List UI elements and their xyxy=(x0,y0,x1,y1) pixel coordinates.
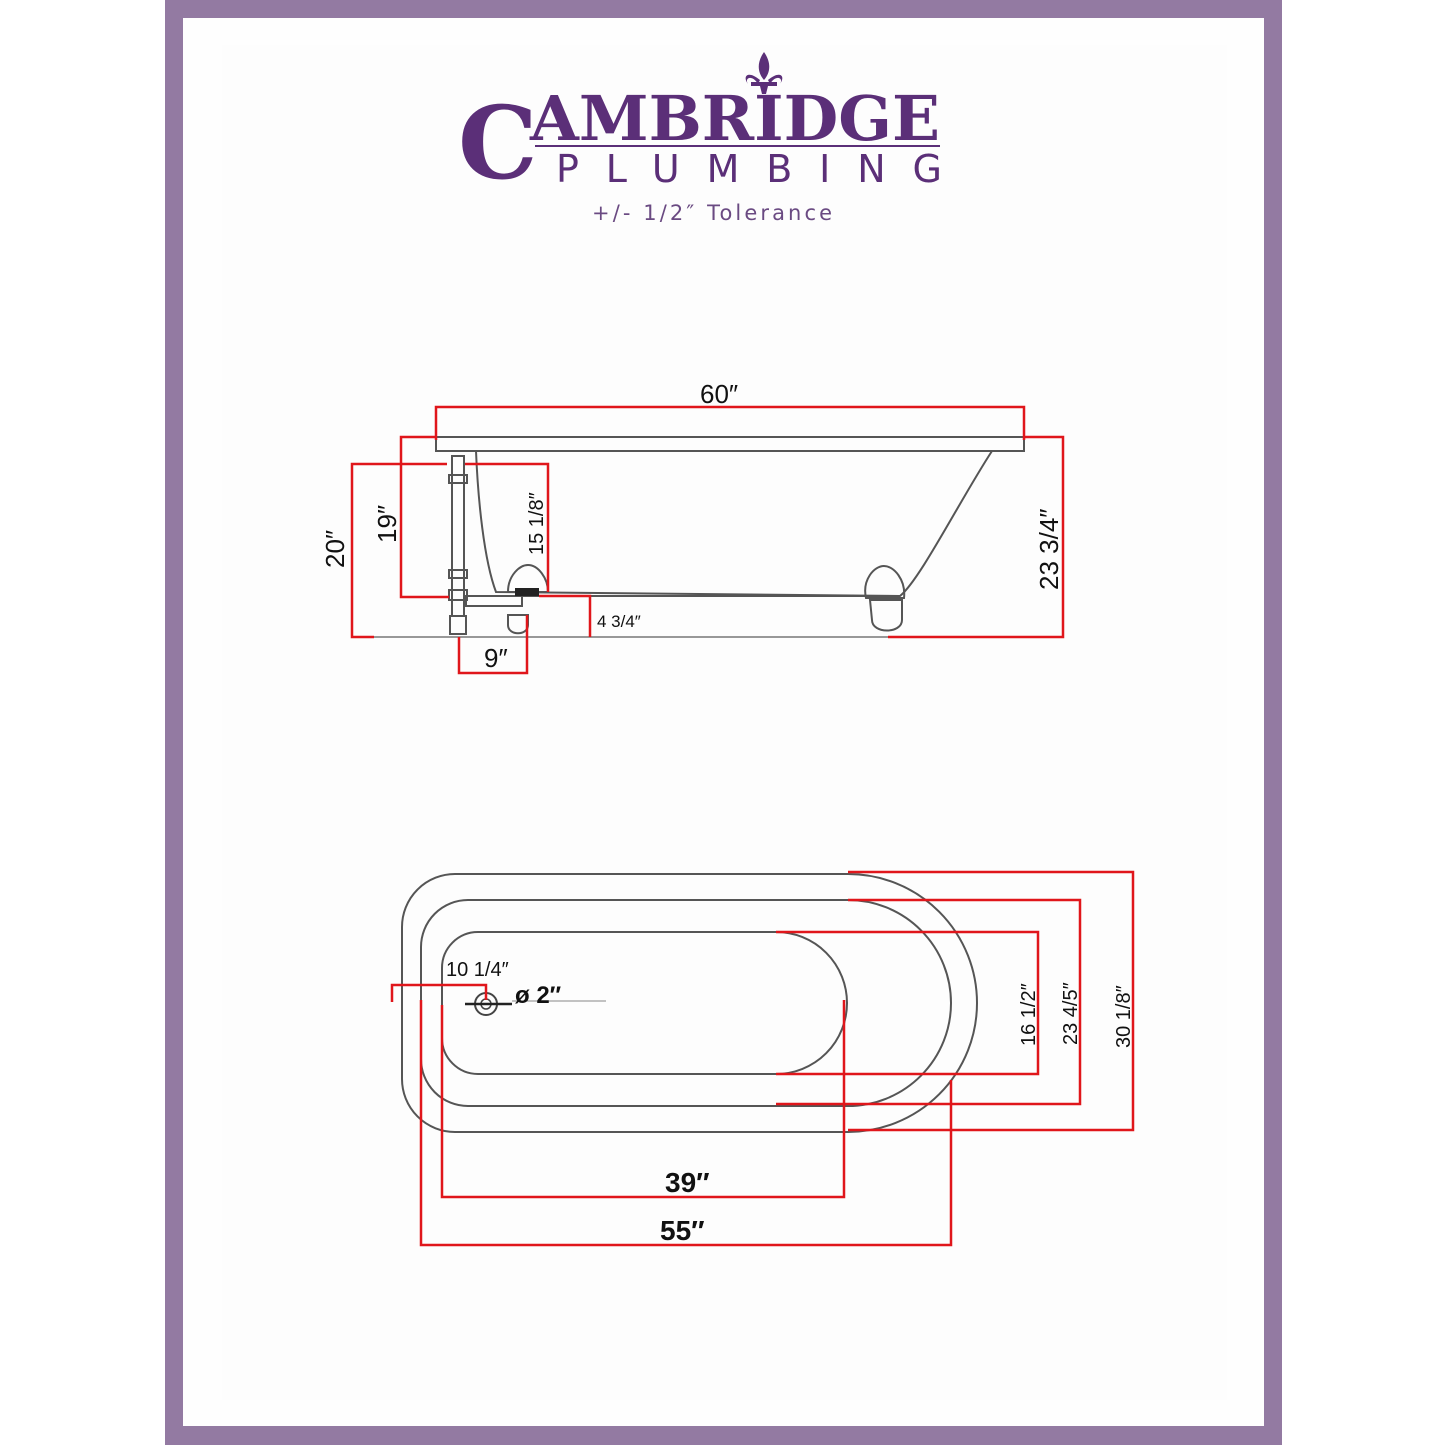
dim-height-23-3-4: 23 3/4″ xyxy=(1034,509,1064,591)
dim-length-60: 60″ xyxy=(700,379,738,409)
dim-inner-width: 16 1/2″ xyxy=(1018,983,1040,1046)
dim-drain-distance: 10 1/4″ xyxy=(446,959,509,981)
side-dimension-lines xyxy=(350,405,1065,675)
dim-drain-height: 4 3/4″ xyxy=(597,612,641,631)
dim-outer-width: 30 1/8″ xyxy=(1113,985,1135,1048)
dim-height-20: 20″ xyxy=(320,530,350,568)
dim-mid-width: 23 4/5″ xyxy=(1060,982,1082,1045)
dim-height-19: 19″ xyxy=(372,505,402,543)
dim-inner-length: 39″ xyxy=(665,1167,710,1198)
brand-initial: C xyxy=(458,84,538,202)
tolerance-note: +/- 1/2″ Tolerance xyxy=(592,201,832,225)
drawing-area xyxy=(222,45,1227,1400)
dim-bottom-length: 55″ xyxy=(660,1215,705,1246)
brand-logo: C AMBRIDGE PLUMBING +/- 1/2″ Tolerance xyxy=(458,52,942,225)
top-view: 10 1/4″ ø 2″ 16 1/2″ 23 4/5″ 30 1/8″ 39″… xyxy=(390,870,1135,1247)
dim-drain-diameter: ø 2″ xyxy=(515,982,562,1009)
top-dimension-lines xyxy=(390,870,1135,1247)
dim-drain-offset: 9″ xyxy=(484,643,508,673)
brand-name: AMBRIDGE xyxy=(529,82,940,155)
fleur-de-lis-icon xyxy=(745,52,783,94)
dim-height-15-1-8: 15 1/8″ xyxy=(526,492,548,555)
side-view: 60″ 23 3/4″ 20″ 19″ 15 1/8″ 4 3/4″ 9″ xyxy=(320,379,1065,675)
drain-pipe xyxy=(448,455,539,635)
tub-side-outline xyxy=(435,436,1025,635)
